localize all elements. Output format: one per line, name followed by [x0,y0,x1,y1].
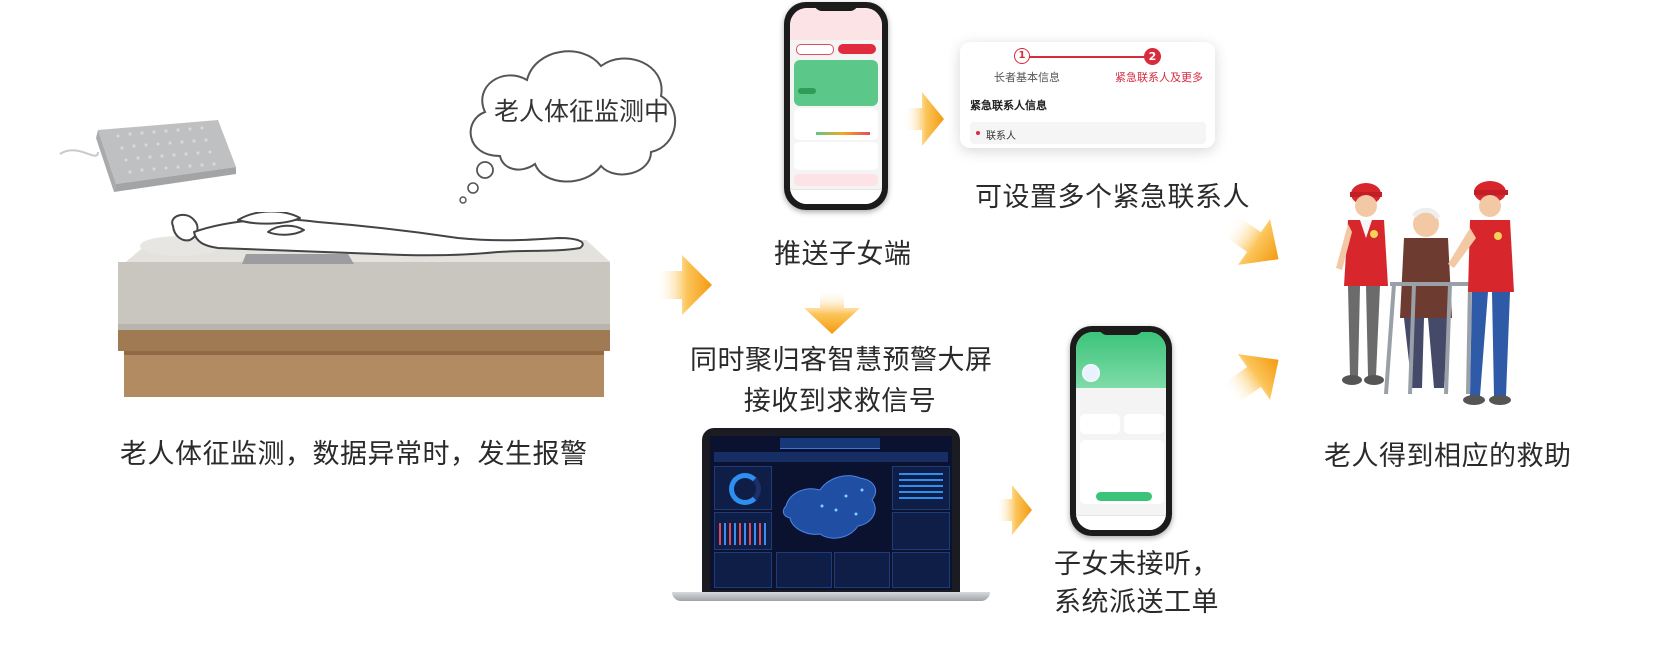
app-green-card-button [798,88,816,94]
arrow-diagonal-down-icon [1222,214,1279,265]
phone-notch [814,2,858,11]
arrow-diagonal-up-icon [1222,354,1279,405]
caption-screen: 同时聚归客智慧预警大屏 接收到求救信号 [690,340,993,422]
arrow-down-icon [804,290,860,334]
dashboard-panel-left-mid [714,512,772,550]
caption-no-answer-line2: 系统派送工单 [1054,587,1219,618]
caption-rescue: 老人得到相应的救助 [1324,441,1572,472]
donut-chart-icon [729,473,761,505]
contact-field-row [970,122,1206,144]
dashboard-stat-row [714,452,948,462]
step-connector-line [1023,56,1149,58]
arrow-right-icon [996,485,1032,535]
dashboard-panel-left-top [714,466,772,510]
caption-push: 推送子女端 [774,239,912,270]
bar-list-icon [899,473,943,503]
volunteers-helping-elder-image [1336,181,1514,405]
app-info-card [794,142,878,170]
caption-no-answer: 子女未接听， 系统派送工单 [1054,546,1219,622]
section-title: 紧急联系人信息 [970,99,1047,112]
app-tabbar [790,189,882,204]
phone-work-order-app [1070,326,1172,536]
step-1-circle: 1 [1014,48,1030,64]
app-tabbar [1076,515,1166,530]
app-button-primary [796,44,834,55]
arrow-right-icon [656,255,712,315]
thought-cloud [459,50,677,204]
app-white-card [794,108,878,140]
dashboard-panel-right-bottom [892,552,950,588]
caption-bed: 老人体征监测，数据异常时，发生报警 [120,439,588,470]
required-mark-icon [976,131,980,135]
caption-screen-line1: 同时聚归客智慧预警大屏 [690,345,993,376]
dashboard-panel-center-bottom-1 [776,552,832,588]
contact-field-label: 联系人 [986,131,1016,142]
app-green-card [794,60,878,106]
step-1-label: 长者基本信息 [994,71,1060,84]
app-complete-button [1096,492,1152,501]
step-2-circle: 2 [1144,48,1161,65]
dashboard-panel-right-mid [892,512,950,550]
caption-no-answer-line1: 子女未接听， [1054,549,1219,580]
cloud-text: 老人体征监测中 [494,97,670,126]
emergency-contact-card: 1 2 长者基本信息 紧急联系人及更多 紧急联系人信息 联系人 [960,42,1215,148]
phone-notch [1099,326,1143,335]
bar-chart-icon [719,523,767,545]
caption-screen-line2: 接收到求救信号 [743,386,937,417]
monitor-pad-image [59,120,236,192]
app-button-call [838,44,876,54]
bed-with-elder-image [118,212,610,397]
app-bottom-button [794,174,878,186]
caption-multi-contact: 可设置多个紧急联系人 [975,182,1250,213]
warning-dashboard-screen [710,436,952,590]
phone-screen [790,8,882,204]
china-map-icon [782,475,876,539]
step-2-number: 2 [1148,50,1157,63]
step-2-label: 紧急联系人及更多 [1115,71,1203,84]
dashboard-panel-center-bottom-2 [834,552,890,588]
dashboard-panel-left-bottom [714,552,772,588]
app-header [790,8,882,40]
avatar [1082,364,1100,382]
app-task-card-2 [1124,414,1164,434]
app-progress-bar [816,132,870,135]
step-1-number: 1 [1018,50,1026,61]
app-task-card-1 [1080,414,1120,434]
phone-screen [1076,332,1166,530]
dashboard-panel-right-top [892,466,950,510]
laptop-base [672,592,990,601]
arrow-right-icon [904,92,944,146]
dashboard-title-bar [780,438,880,449]
phone-children-app [784,2,888,210]
